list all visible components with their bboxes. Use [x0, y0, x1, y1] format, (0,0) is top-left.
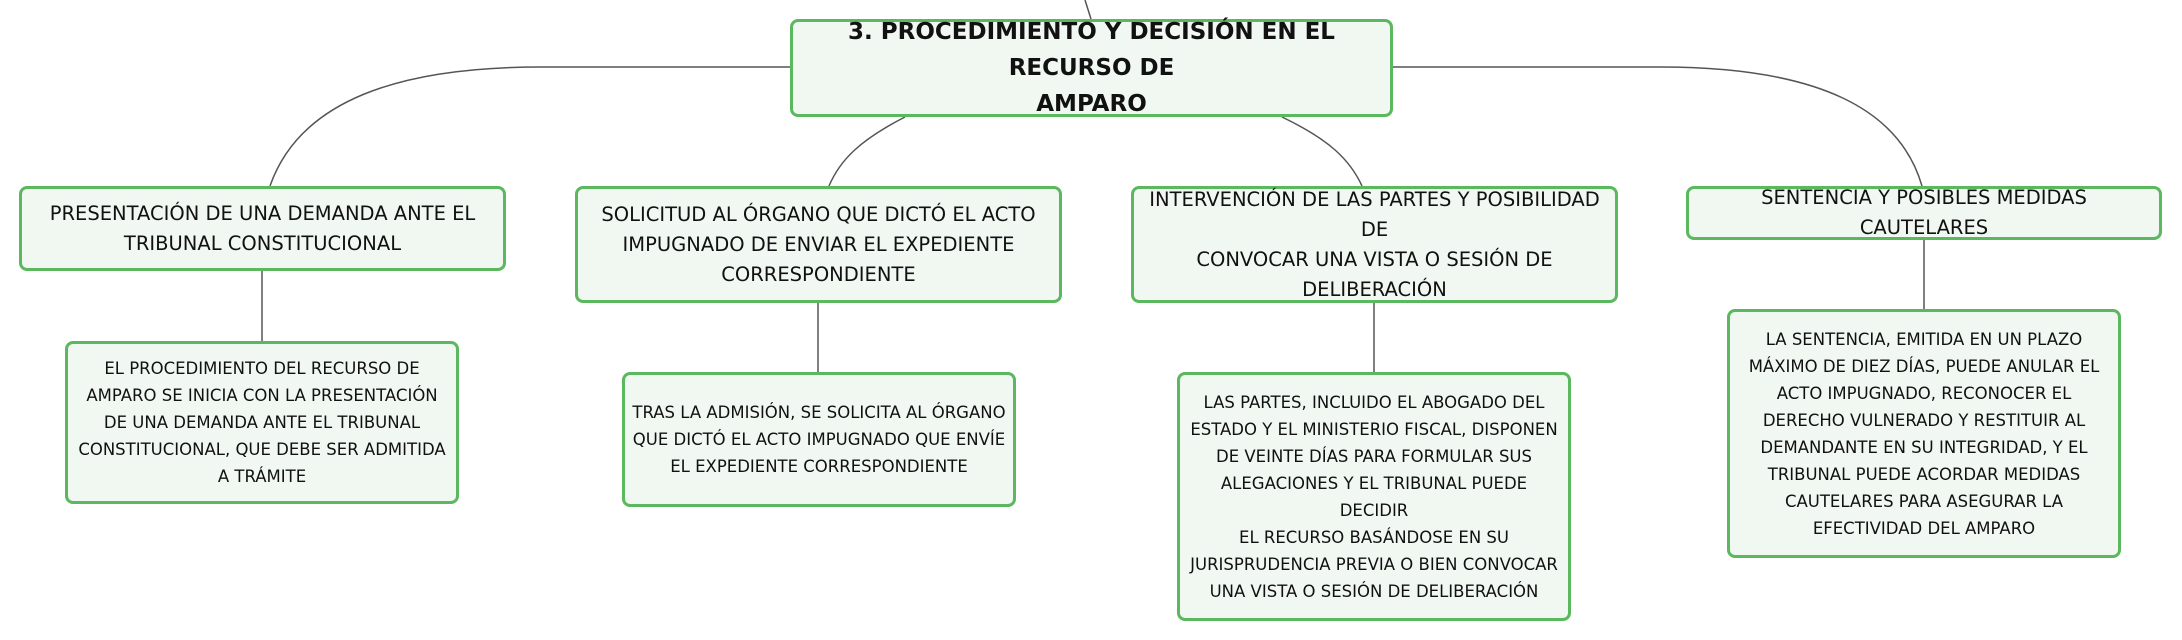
branch-topic-presentacion[interactable]: PRESENTACIÓN DE UNA DEMANDA ANTE EL TRIB…	[19, 186, 506, 271]
branch-topic-line: IMPUGNADO DE ENVIAR EL EXPEDIENTE	[622, 232, 1015, 256]
leaf-topic-line: UNA VISTA O SESIÓN DE DELIBERACIÓN	[1209, 581, 1539, 601]
leaf-topic-line: TRIBUNAL PUEDE ACORDAR MEDIDAS	[1767, 464, 2081, 484]
branch-topic-line: SOLICITUD AL ÓRGANO QUE DICTÓ EL ACTO	[601, 202, 1036, 226]
leaf-topic-line: ALEGACIONES Y EL TRIBUNAL PUEDE DECIDIR	[1220, 473, 1528, 520]
branch-topic-line: CORRESPONDIENTE	[721, 262, 916, 286]
branch-topic-line: SENTENCIA Y POSIBLES MEDIDAS CAUTELARES	[1761, 186, 2087, 239]
leaf-topic-line: ESTADO Y EL MINISTERIO FISCAL, DISPONEN	[1190, 419, 1558, 439]
leaf-topic-intervencion-detail[interactable]: LAS PARTES, INCLUIDO EL ABOGADO DEL ESTA…	[1177, 372, 1571, 621]
leaf-topic-line: DE UNA DEMANDA ANTE EL TRIBUNAL	[103, 413, 421, 432]
leaf-topic-line: LA SENTENCIA, EMITIDA EN UN PLAZO	[1765, 329, 2083, 349]
leaf-topic-line: DERECHO VULNERADO Y RESTITUIR AL	[1762, 410, 2086, 430]
leaf-topic-line: MÁXIMO DE DIEZ DÍAS, PUEDE ANULAR EL	[1748, 356, 2100, 376]
leaf-topic-line: DEMANDANTE EN SU INTEGRIDAD, Y EL	[1760, 437, 2088, 457]
leaf-topic-line: LAS PARTES, INCLUIDO EL ABOGADO DEL	[1203, 392, 1545, 412]
leaf-topic-line: TRAS LA ADMISIÓN, SE SOLICITA AL ÓRGANO	[632, 403, 1006, 422]
leaf-topic-line: CAUTELARES PARA ASEGURAR LA	[1784, 491, 2064, 511]
root-topic-line-2: AMPARO	[1036, 91, 1147, 117]
connector-root-to-branch-2	[828, 116, 906, 187]
connector-parent-stub	[1084, 0, 1092, 20]
leaf-topic-line: AMPARO SE INICIA CON LA PRESENTACIÓN	[86, 386, 438, 405]
leaf-topic-line: DE VEINTE DÍAS PARA FORMULAR SUS	[1216, 446, 1532, 466]
branch-topic-sentencia[interactable]: SENTENCIA Y POSIBLES MEDIDAS CAUTELARES	[1686, 186, 2162, 240]
branch-topic-line: TRIBUNAL CONSTITUCIONAL	[123, 231, 402, 255]
branch-topic-line: PRESENTACIÓN DE UNA DEMANDA ANTE EL	[49, 201, 476, 225]
leaf-topic-line: EL EXPEDIENTE CORRESPONDIENTE	[670, 457, 968, 476]
branch-topic-solicitud[interactable]: SOLICITUD AL ÓRGANO QUE DICTÓ EL ACTO IM…	[575, 186, 1062, 303]
branch-topic-intervencion[interactable]: INTERVENCIÓN DE LAS PARTES Y POSIBILIDAD…	[1131, 186, 1618, 303]
leaf-topic-line: EFECTIVIDAD DEL AMPARO	[1812, 518, 2036, 538]
branch-topic-line: INTERVENCIÓN DE LAS PARTES Y POSIBILIDAD…	[1149, 187, 1600, 241]
connector-root-to-branch-3	[1281, 116, 1363, 187]
leaf-topic-line: JURISPRUDENCIA PREVIA O BIEN CONVOCAR	[1190, 554, 1558, 574]
leaf-topic-line: CONSTITUCIONAL, QUE DEBE SER ADMITIDA	[78, 440, 446, 459]
leaf-topic-line: ACTO IMPUGNADO, RECONOCER EL	[1776, 383, 2072, 403]
leaf-topic-line: QUE DICTÓ EL ACTO IMPUGNADO QUE ENVÍE	[632, 430, 1006, 449]
leaf-topic-sentencia-detail[interactable]: LA SENTENCIA, EMITIDA EN UN PLAZO MÁXIMO…	[1727, 309, 2121, 558]
connector-root-to-branch-1	[269, 66, 790, 187]
leaf-topic-line: EL RECURSO BASÁNDOSE EN SU	[1239, 527, 1509, 547]
leaf-topic-presentacion-detail[interactable]: EL PROCEDIMIENTO DEL RECURSO DE AMPARO S…	[65, 341, 459, 504]
branch-topic-line: CONVOCAR UNA VISTA O SESIÓN DE	[1196, 247, 1553, 271]
root-topic-line-1: 3. PROCEDIMIENTO Y DECISIÓN EN EL RECURS…	[848, 19, 1335, 81]
leaf-topic-solicitud-detail[interactable]: TRAS LA ADMISIÓN, SE SOLICITA AL ÓRGANO …	[622, 372, 1016, 507]
branch-topic-line: DELIBERACIÓN	[1302, 277, 1447, 301]
root-topic[interactable]: 3. PROCEDIMIENTO Y DECISIÓN EN EL RECURS…	[790, 19, 1393, 117]
leaf-topic-line: A TRÁMITE	[217, 467, 307, 486]
leaf-topic-line: EL PROCEDIMIENTO DEL RECURSO DE	[104, 359, 420, 378]
connector-root-to-branch-4	[1393, 66, 1923, 187]
